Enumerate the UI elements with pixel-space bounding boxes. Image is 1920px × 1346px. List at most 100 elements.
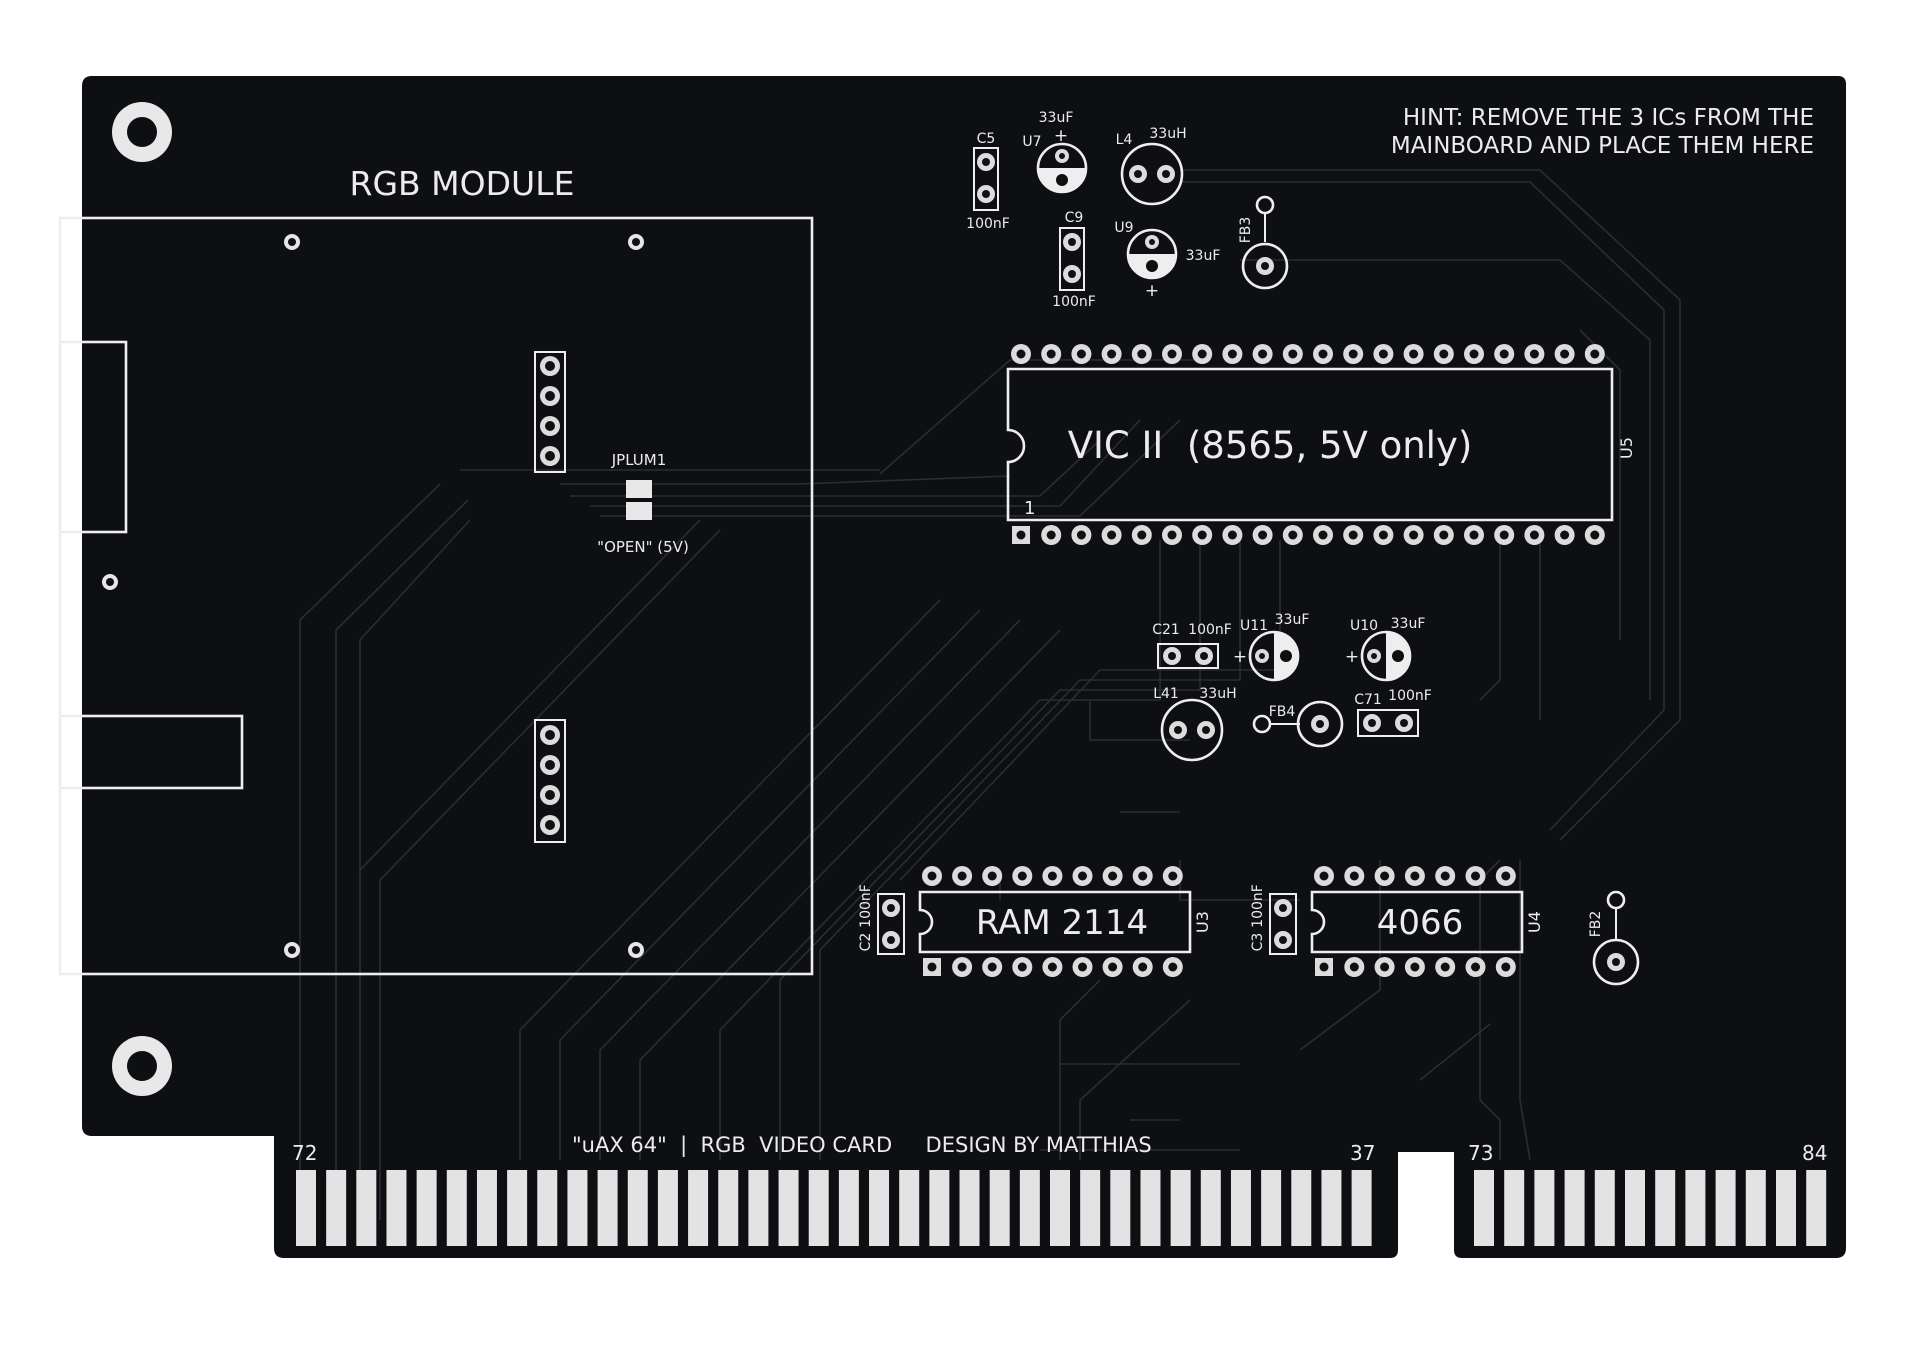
edge-finger — [1625, 1170, 1645, 1246]
l4-value: 33uH — [1149, 126, 1186, 142]
u11-ref: U11 — [1240, 618, 1268, 634]
ferrite-bead-fb2 — [1592, 890, 1640, 986]
edge-finger — [1019, 1170, 1040, 1246]
pad-hole — [1469, 530, 1479, 540]
solder-jumper-jplum1 — [626, 480, 652, 520]
pad-hole — [1107, 349, 1117, 359]
edge-finger — [1534, 1170, 1555, 1246]
edge-finger — [929, 1170, 950, 1246]
pad-hole — [957, 962, 967, 972]
pad-hole — [1197, 349, 1207, 359]
pad-hole — [1529, 530, 1539, 540]
board-title: RGB MODULE — [350, 164, 575, 203]
edge-finger — [1351, 1170, 1372, 1246]
pad-hole — [1348, 530, 1358, 540]
c2-value: 100nF — [858, 884, 874, 928]
pad-hole — [1529, 349, 1539, 359]
l4-ref: L4 — [1116, 132, 1133, 148]
pad-hole — [1168, 871, 1178, 881]
edge-finger — [688, 1170, 709, 1246]
pad-hole — [1076, 349, 1086, 359]
ic-u3-designator: U3 — [1193, 911, 1212, 933]
electrolytic-capacitor-u9 — [1126, 228, 1178, 280]
u9-ref: U9 — [1114, 220, 1133, 236]
edge-finger — [386, 1170, 407, 1246]
edge-finger — [1050, 1170, 1070, 1246]
edge-finger — [296, 1170, 316, 1246]
u11-value: 33uF — [1275, 612, 1310, 628]
pad-hole — [1590, 530, 1600, 540]
footer-credit: "uAX 64" | RGB VIDEO CARD DESIGN BY MATT… — [572, 1133, 1152, 1158]
edge-finger — [1474, 1170, 1494, 1246]
capacitor-c3 — [1269, 893, 1297, 955]
ic-u5-pins-bottom — [1012, 525, 1605, 545]
hint-line-1: HINT: REMOVE THE 3 ICs FROM THE — [1403, 105, 1814, 131]
ic-u3-pins-bottom — [923, 957, 1183, 977]
ic-u4-designator: U4 — [1525, 911, 1544, 933]
pad-hole — [1046, 349, 1056, 359]
edge-finger — [748, 1170, 769, 1246]
pad-hole — [1288, 349, 1298, 359]
fb4-ref: FB4 — [1269, 704, 1296, 720]
pad-hole — [1078, 871, 1087, 881]
capacitor-c9 — [1059, 227, 1085, 291]
edge-finger — [989, 1170, 1010, 1246]
pad-hole — [1499, 530, 1509, 540]
pad-hole — [1258, 349, 1268, 359]
l41-ref: L41 — [1153, 686, 1179, 702]
pad-hole — [1319, 871, 1329, 881]
pad-hole — [1501, 871, 1511, 881]
edge-finger — [1170, 1170, 1191, 1246]
capacitor-c5 — [973, 147, 999, 211]
jumper-label: JPLUM1 — [611, 451, 667, 469]
edge-finger — [718, 1170, 739, 1246]
ic-u4-4066 — [1310, 866, 1524, 977]
c3-ref: C3 — [1250, 933, 1266, 952]
edge-finger — [356, 1170, 377, 1246]
u10-value: 33uF — [1391, 616, 1426, 632]
ferrite-bead-fb4 — [1252, 700, 1344, 748]
pad-hole — [1017, 871, 1027, 881]
edge-finger — [597, 1170, 618, 1246]
pad-hole — [1016, 530, 1026, 540]
edge-finger — [808, 1170, 829, 1246]
ic-u5-designator: U5 — [1617, 437, 1636, 459]
edge-finger — [507, 1170, 528, 1246]
mounting-holes — [112, 102, 172, 1096]
u7-ref: U7 — [1022, 134, 1041, 150]
ic-u4-label: 4066 — [1377, 903, 1464, 943]
pad-hole — [1380, 962, 1390, 972]
pad-hole — [1378, 349, 1388, 359]
board-outline — [82, 76, 1846, 1258]
pad-hole — [1349, 871, 1359, 881]
edge-finger — [959, 1170, 980, 1246]
ic-u3-ram-2114 — [918, 866, 1192, 977]
edge-label-left-start: 72 — [292, 1141, 317, 1165]
edge-finger — [326, 1170, 347, 1246]
ic-u5-pin1-marker: 1 — [1024, 498, 1035, 519]
edge-finger — [627, 1170, 648, 1246]
u7-polarity: + — [1054, 126, 1068, 146]
edge-finger — [537, 1170, 558, 1246]
pad-hole — [1288, 530, 1298, 540]
edge-finger — [1140, 1170, 1161, 1246]
edge-finger — [869, 1170, 890, 1246]
c2-ref: C2 — [858, 933, 874, 952]
ferrite-bead-fb3 — [1241, 195, 1289, 290]
edge-finger — [899, 1170, 920, 1246]
edge-finger — [1685, 1170, 1706, 1246]
pad-hole — [1167, 530, 1177, 540]
pad-hole — [1138, 962, 1148, 972]
pad-hole — [1076, 530, 1086, 540]
pad-hole — [1471, 871, 1480, 881]
pad-hole — [1258, 530, 1268, 540]
edge-finger — [1745, 1170, 1766, 1246]
pad-hole — [1560, 349, 1570, 359]
edge-finger — [1594, 1170, 1615, 1246]
edge-connector-left — [296, 1170, 1372, 1246]
pad-hole — [1469, 349, 1479, 359]
pad-hole — [1590, 349, 1600, 359]
c9-ref: C9 — [1065, 210, 1084, 226]
edge-finger — [838, 1170, 859, 1246]
